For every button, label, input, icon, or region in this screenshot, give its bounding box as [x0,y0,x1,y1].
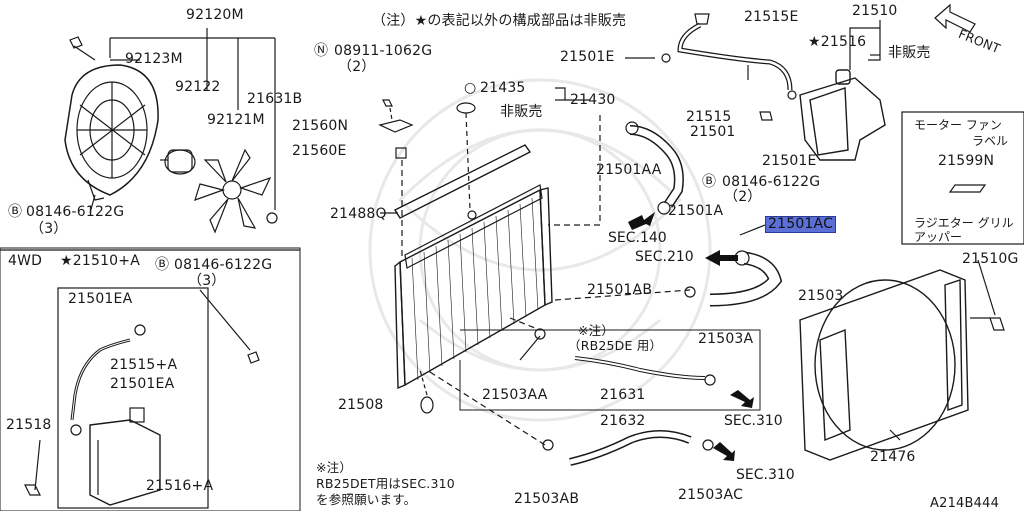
reservoir-tank [799,69,886,161]
part-21560N: 21560N [292,118,349,134]
part-08146-left-qty: （3） [30,221,68,237]
part-21476: 21476 [870,449,916,465]
part-21560E: 21560E [292,143,347,159]
part-21503: 21503 [798,288,844,304]
inset-part-08146-qty: （3） [188,273,226,289]
reservoir-tank-4wd [89,407,161,506]
footnote-line1: ※注） [316,460,353,475]
bolt-circle-b-icon: Ⓑ [8,204,23,220]
fan-blades [194,148,272,234]
screw-topleft [69,36,83,49]
part-21632: 21632 [600,413,646,429]
footnote-line3: を参照願います。 [316,492,417,507]
part-21516: ★21516 [808,34,867,50]
part-21501AB: 21501AB [587,282,653,298]
fan-shroud [64,64,159,201]
inset-4wd-title: 4WD [8,253,43,269]
sec310-ref-1: SEC.310 [724,413,783,429]
part-92121M: 92121M [207,112,265,128]
part-21503AC: 21503AC [678,487,744,503]
part-21510G: 21510G [962,251,1019,267]
part-21503A: 21503A [698,331,754,347]
part-08146-mid-qty: （2） [724,189,762,205]
inset-part-21518: 21518 [6,417,52,433]
part-92120M: 92120M [186,7,244,23]
part-21515: 21515 [686,109,732,125]
radiator-seal-strip [393,144,532,219]
part-21503AB: 21503AB [514,491,580,507]
part-21503AA: 21503AA [482,387,548,403]
not-for-sale-2: 非販売 [888,45,931,61]
diagram-id: A214B444 [930,496,1000,511]
nut-circle-n-icon: Ⓝ [314,43,329,59]
inset-part-21501EA-2: 21501EA [110,376,175,392]
watermark-emblem [368,78,712,422]
inset-part-21516A: 21516+A [146,478,214,494]
inset-part-08146: 08146-6122G [174,257,273,273]
part-21631B: 21631B [247,91,303,107]
part-21501AA: 21501AA [596,162,662,178]
part-21435: 21435 [480,80,526,96]
part-21599N: 21599N [938,153,995,169]
part-08146-mid: 08146-6122G [722,174,821,190]
label-box-line4: アッパー [914,230,963,244]
part-21510: 21510 [852,3,898,19]
small-circle-icon: ○ [464,80,477,96]
part-08146-left: 08146-6122G [26,204,125,220]
fan-motor [160,149,196,175]
part-21501: 21501 [690,124,736,140]
label-box-line1: モーター ファン [914,118,1002,132]
4wd-inset-frame [0,247,301,511]
sec210-ref: SEC.210 [635,249,694,265]
part-21501AC-highlighted[interactable]: 21501AC [764,216,837,233]
part-21488Q: 21488Q [330,206,387,222]
part-08911-qty: （2） [338,59,376,75]
header-note: （注）★の表記以外の構成部品は非販売 [372,13,627,29]
not-for-sale-1: 非販売 [500,104,543,120]
inset-part-21510A: ★21510+A [60,253,140,269]
label-info-box [901,111,1024,245]
front-arrow [934,3,976,33]
bolt-circle-b-icon-mid: Ⓑ [702,174,717,190]
part-21515E: 21515E [744,9,799,25]
inset-part-21501EA-1: 21501EA [68,291,133,307]
radiator-core [394,187,553,390]
inset-part-21515A: 21515+A [110,357,178,373]
part-21501E-mid: 21501E [762,153,817,169]
radiator-shroud [799,269,969,461]
sec310-ref-2: SEC.310 [736,467,795,483]
footnote-line2: RB25DET用はSEC.310 [316,476,455,491]
part-21631: 21631 [600,387,646,403]
part-08911: 08911-1062G [334,43,433,59]
part-92123M: 92123M [125,51,183,67]
inset-bolt-b-icon: Ⓑ [155,257,170,273]
rb25de-note-text: （RB25DE 用） [568,338,663,353]
part-21501A: 21501A [668,203,724,219]
label-box-line3: ラジエター グリル [914,216,1014,230]
part-21508: 21508 [338,397,384,413]
sec140-ref: SEC.140 [608,230,667,246]
part-92122: 92122 [175,79,221,95]
part-21501E-top: 21501E [560,49,615,65]
label-box-line2: ラベル [972,134,1009,148]
part-21430: 21430 [570,92,616,108]
rb25de-note-mark: ※注） [578,323,615,338]
